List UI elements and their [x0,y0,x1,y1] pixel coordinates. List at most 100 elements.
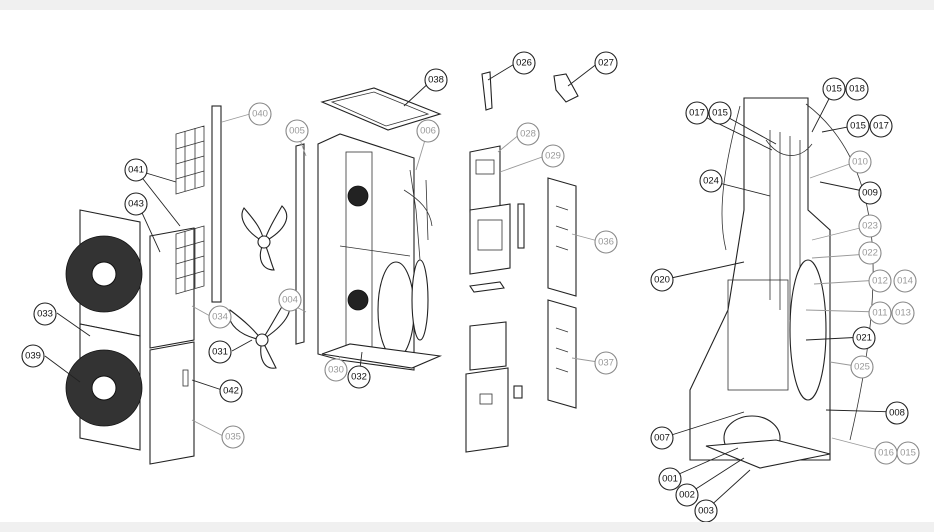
wire-grille-upper [175,125,205,195]
callout-030: 030 [324,358,348,382]
svg-text:022: 022 [862,248,878,259]
svg-text:017: 017 [689,108,705,119]
right-side-panel-upper [547,177,577,297]
right-side-panel-lower [547,299,577,409]
callout-027: 027 [594,51,618,75]
svg-text:039: 039 [25,351,41,362]
callout-041: 041 [124,158,148,182]
callout-008: 008 [885,401,909,425]
callout-002: 002 [675,483,699,507]
callout-015-d: 015 [896,441,920,465]
callout-039: 039 [21,344,45,368]
upper-fan-grille-panel [65,209,143,337]
control-board [469,203,511,275]
svg-text:006: 006 [420,126,436,137]
svg-text:035: 035 [225,432,241,443]
svg-text:010: 010 [852,157,868,168]
terminal-plate [465,367,509,453]
callout-024: 024 [699,169,723,193]
bracket-part-027 [553,73,579,103]
svg-text:037: 037 [598,358,614,369]
svg-text:026: 026 [516,58,532,69]
svg-text:041: 041 [128,165,144,176]
callout-006: 006 [416,119,440,143]
callout-016: 016 [874,441,898,465]
lower-fan-grille-panel [65,323,143,451]
svg-text:038: 038 [428,75,444,86]
diagram-svg: 001 002 003 004 005 006 007 008 009 010 … [21,51,920,522]
svg-text:017: 017 [873,121,889,132]
callout-026: 026 [512,51,536,75]
svg-text:007: 007 [654,433,670,444]
callout-043: 043 [124,192,148,216]
callout-022: 022 [858,241,882,265]
control-cover [469,145,501,213]
callout-017-a: 017 [685,101,709,125]
callout-015-c: 015 [846,114,870,138]
callout-015-b: 015 [822,77,846,101]
svg-text:036: 036 [598,237,614,248]
callout-020: 020 [650,268,674,292]
wire-grille-lower [175,225,205,295]
callout-015-a: 015 [708,101,732,125]
callout-004: 004 [278,288,302,312]
callout-021: 021 [852,326,876,350]
svg-text:031: 031 [212,347,228,358]
callout-011: 011 [868,301,892,325]
callout-001: 001 [658,467,682,491]
lower-side-panel [149,341,195,465]
callout-010: 010 [848,150,872,174]
svg-text:027: 027 [598,58,614,69]
svg-text:003: 003 [698,506,714,517]
callout-013: 013 [891,301,915,325]
exploded-parts-diagram: 001 002 003 004 005 006 007 008 009 010 … [0,10,934,522]
upper-side-panel [149,227,195,349]
svg-text:004: 004 [282,295,298,306]
svg-text:002: 002 [679,490,695,501]
callout-029: 029 [541,144,565,168]
upper-fan-propeller [241,205,288,271]
svg-text:040: 040 [252,109,268,120]
svg-text:012: 012 [872,276,888,287]
svg-text:015: 015 [900,448,916,459]
callout-032: 032 [347,365,371,389]
callout-040: 040 [248,102,272,126]
svg-text:013: 013 [895,308,911,319]
svg-text:034: 034 [212,312,228,323]
callout-003: 003 [694,499,718,522]
svg-text:020: 020 [654,275,670,286]
base-pan [321,343,443,369]
callout-005: 005 [285,119,309,143]
svg-text:025: 025 [854,362,870,373]
svg-text:015: 015 [826,84,842,95]
svg-text:030: 030 [328,365,344,376]
top-cover [320,87,442,131]
compressor-assembly [377,169,433,359]
callout-007: 007 [650,426,674,450]
svg-text:001: 001 [662,474,678,485]
svg-text:011: 011 [872,308,887,319]
callout-031: 031 [208,340,232,364]
corner-post [211,105,222,303]
lower-fan-propeller [228,299,291,369]
svg-text:023: 023 [862,221,878,232]
svg-text:015: 015 [850,121,866,132]
svg-text:043: 043 [128,199,144,210]
callout-018: 018 [845,77,869,101]
callout-025: 025 [850,355,874,379]
svg-text:016: 016 [878,448,894,459]
callout-034: 034 [208,305,232,329]
callout-028: 028 [516,122,540,146]
callout-033: 033 [33,302,57,326]
callout-014: 014 [893,269,917,293]
callout-023: 023 [858,214,882,238]
svg-text:028: 028 [520,129,536,140]
callout-009: 009 [858,181,882,205]
svg-text:009: 009 [862,188,878,199]
svg-text:029: 029 [545,151,561,162]
svg-text:014: 014 [897,276,913,287]
access-panel [469,321,507,371]
callout-012: 012 [868,269,892,293]
callout-038: 038 [424,68,448,92]
pipe-part-026 [481,71,493,111]
